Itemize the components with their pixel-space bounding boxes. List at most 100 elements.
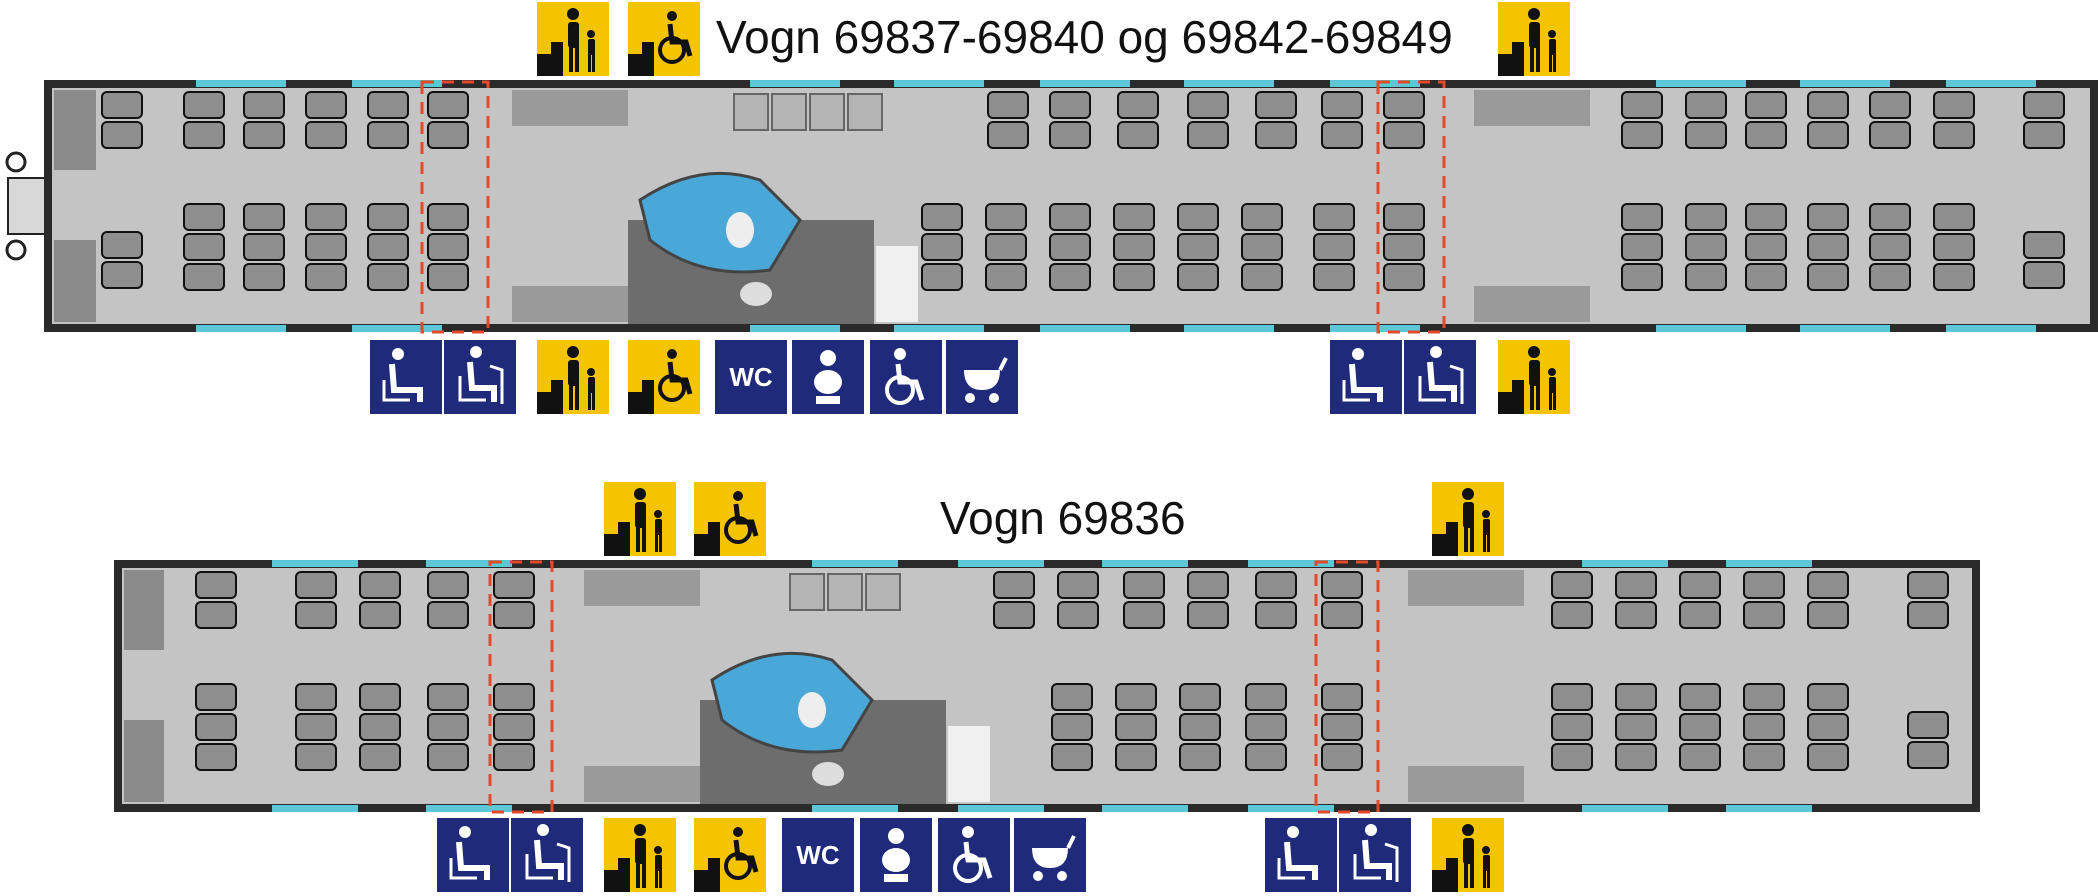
seat — [1177, 233, 1219, 261]
wheelchair-entrance-icon — [694, 818, 766, 892]
step-free-entrance-icon — [1498, 340, 1570, 414]
priority-seat-icon — [370, 340, 442, 414]
seat — [1383, 263, 1425, 291]
seat — [1245, 713, 1287, 741]
seat — [359, 713, 401, 741]
seat — [1807, 263, 1849, 291]
priority-seat-icon — [1265, 818, 1337, 892]
seat — [1117, 121, 1159, 149]
seat — [1615, 683, 1657, 711]
seat — [1933, 203, 1975, 231]
seat — [367, 203, 409, 231]
car-title-bottom: Vogn 69836 — [940, 492, 1186, 544]
seat — [427, 601, 469, 629]
seat — [1313, 263, 1355, 291]
seat — [1807, 233, 1849, 261]
seat — [493, 601, 535, 629]
seat — [1255, 601, 1297, 629]
seat — [1869, 263, 1911, 291]
seat — [295, 683, 337, 711]
seat — [195, 713, 237, 741]
seat — [1743, 683, 1785, 711]
wc-label: WC — [729, 362, 773, 392]
seat — [1115, 713, 1157, 741]
seat — [427, 233, 469, 261]
seat — [101, 91, 143, 119]
seat — [1551, 713, 1593, 741]
seat — [1179, 713, 1221, 741]
seat — [993, 601, 1035, 629]
seat — [1743, 601, 1785, 629]
pram-icon — [946, 340, 1018, 414]
step-free-entrance-icon — [1432, 482, 1504, 556]
step-free-entrance-icon — [1498, 2, 1570, 76]
seat — [195, 601, 237, 629]
seat — [1383, 121, 1425, 149]
seat — [921, 203, 963, 231]
seat — [101, 231, 143, 259]
seat — [1049, 203, 1091, 231]
seat — [1933, 121, 1975, 149]
seat — [1255, 91, 1297, 119]
seat — [295, 571, 337, 599]
pram-icon — [1014, 818, 1086, 892]
wheelchair-entrance-icon — [628, 340, 700, 414]
seat — [1621, 121, 1663, 149]
seat — [243, 263, 285, 291]
seat — [1745, 233, 1787, 261]
seat — [1177, 263, 1219, 291]
elderly-seat-icon — [1404, 340, 1476, 414]
seat — [1241, 233, 1283, 261]
seat — [1907, 711, 1949, 739]
car-floorplan-top — [0, 80, 2098, 340]
seat — [1177, 203, 1219, 231]
seat — [427, 203, 469, 231]
seat — [921, 263, 963, 291]
seat — [183, 203, 225, 231]
seat — [1615, 571, 1657, 599]
step-free-entrance-icon — [1432, 818, 1504, 892]
seat — [1933, 233, 1975, 261]
seat — [1807, 571, 1849, 599]
seat — [1621, 233, 1663, 261]
wheelchair-icon — [938, 818, 1010, 892]
seat — [1113, 203, 1155, 231]
seat — [1615, 601, 1657, 629]
seat — [1187, 601, 1229, 629]
seat — [305, 121, 347, 149]
seat — [1869, 91, 1911, 119]
seat — [305, 233, 347, 261]
seat — [985, 203, 1027, 231]
priority-seat-icon — [437, 818, 509, 892]
seat — [1255, 571, 1297, 599]
wheelchair-entrance-icon — [628, 2, 700, 76]
seat — [1807, 713, 1849, 741]
seat — [367, 91, 409, 119]
seat — [1187, 571, 1229, 599]
seat — [1745, 263, 1787, 291]
seat — [1241, 203, 1283, 231]
seat — [493, 743, 535, 771]
seat — [427, 263, 469, 291]
seat — [1179, 683, 1221, 711]
step-free-entrance-icon — [604, 482, 676, 556]
seat — [243, 233, 285, 261]
seat — [195, 683, 237, 711]
seat — [1321, 91, 1363, 119]
seat — [493, 683, 535, 711]
seat — [359, 683, 401, 711]
seat — [1115, 743, 1157, 771]
wc-icon: WC — [715, 340, 787, 414]
seat — [1679, 601, 1721, 629]
seat — [921, 233, 963, 261]
seat — [1869, 121, 1911, 149]
seat — [1621, 203, 1663, 231]
priority-seat-icon — [1330, 340, 1402, 414]
seat — [2023, 231, 2065, 259]
seat — [1383, 203, 1425, 231]
seat — [985, 233, 1027, 261]
seat — [305, 203, 347, 231]
seat — [367, 263, 409, 291]
seat — [1807, 683, 1849, 711]
seat — [1807, 203, 1849, 231]
